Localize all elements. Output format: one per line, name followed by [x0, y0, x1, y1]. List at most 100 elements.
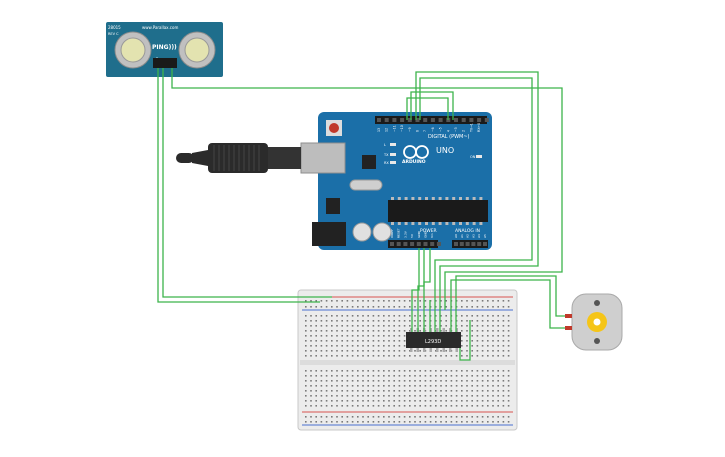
breadboard-hole[interactable]	[502, 380, 505, 382]
breadboard-hole[interactable]	[476, 345, 479, 347]
breadboard-hole[interactable]	[424, 370, 427, 372]
breadboard-hole[interactable]	[388, 390, 390, 392]
breadboard-hole[interactable]	[372, 335, 375, 337]
breadboard-hole[interactable]	[398, 400, 401, 402]
breadboard-hole[interactable]	[419, 390, 421, 392]
breadboard-hole[interactable]	[471, 416, 473, 418]
breadboard-hole[interactable]	[409, 416, 411, 418]
breadboard-hole[interactable]	[403, 390, 406, 392]
breadboard-hole[interactable]	[315, 395, 317, 397]
breadboard-hole[interactable]	[466, 421, 468, 423]
breadboard-hole[interactable]	[367, 335, 369, 337]
breadboard-hole[interactable]	[424, 320, 427, 322]
breadboard-hole[interactable]	[481, 380, 484, 382]
breadboard-hole[interactable]	[445, 300, 447, 302]
breadboard-hole[interactable]	[320, 375, 323, 377]
breadboard-hole[interactable]	[435, 300, 437, 302]
breadboard-hole[interactable]	[419, 315, 421, 317]
breadboard-hole[interactable]	[393, 335, 395, 337]
breadboard-hole[interactable]	[487, 300, 489, 302]
breadboard-hole[interactable]	[507, 405, 510, 407]
breadboard-hole[interactable]	[424, 380, 427, 382]
breadboard-hole[interactable]	[325, 370, 328, 372]
breadboard-hole[interactable]	[435, 390, 437, 392]
breadboard-hole[interactable]	[507, 320, 510, 322]
breadboard-hole[interactable]	[476, 421, 479, 423]
breadboard-hole[interactable]	[471, 375, 473, 377]
breadboard-hole[interactable]	[403, 400, 406, 402]
breadboard-hole[interactable]	[424, 405, 427, 407]
breadboard-hole[interactable]	[450, 390, 453, 392]
breadboard-hole[interactable]	[331, 385, 333, 387]
breadboard-hole[interactable]	[398, 405, 401, 407]
breadboard-hole[interactable]	[362, 380, 364, 382]
breadboard-hole[interactable]	[351, 370, 354, 372]
breadboard-hole[interactable]	[305, 355, 307, 357]
breadboard-hole[interactable]	[461, 306, 463, 308]
breadboard-hole[interactable]	[315, 325, 317, 327]
breadboard-hole[interactable]	[461, 405, 463, 407]
breadboard-hole[interactable]	[388, 300, 390, 302]
breadboard-hole[interactable]	[481, 395, 484, 397]
breadboard-hole[interactable]	[471, 325, 473, 327]
breadboard-hole[interactable]	[466, 306, 468, 308]
breadboard-hole[interactable]	[336, 335, 338, 337]
arduino-board[interactable]: DIGITAL (PWM~) UNO ARDUINO POWER ANALOG …	[300, 112, 492, 250]
breadboard-hole[interactable]	[346, 421, 349, 423]
breadboard-hole[interactable]	[331, 375, 333, 377]
wire-motor-1[interactable]	[455, 275, 565, 332]
breadboard-hole[interactable]	[346, 385, 349, 387]
breadboard-hole[interactable]	[445, 421, 447, 423]
breadboard-hole[interactable]	[455, 355, 458, 357]
breadboard-hole[interactable]	[476, 375, 479, 377]
breadboard-hole[interactable]	[435, 330, 437, 332]
breadboard-hole[interactable]	[367, 405, 369, 407]
breadboard-hole[interactable]	[341, 315, 343, 317]
breadboard-hole[interactable]	[346, 370, 349, 372]
breadboard-hole[interactable]	[388, 375, 390, 377]
breadboard-hole[interactable]	[377, 385, 380, 387]
header-hole[interactable]	[471, 242, 476, 246]
breadboard-hole[interactable]	[497, 390, 499, 392]
wire-gnd2-to-breadboard[interactable]	[423, 248, 431, 332]
breadboard-hole[interactable]	[341, 395, 343, 397]
breadboard-hole[interactable]	[372, 400, 375, 402]
breadboard-hole[interactable]	[331, 320, 333, 322]
breadboard-hole[interactable]	[466, 385, 468, 387]
breadboard-hole[interactable]	[445, 416, 447, 418]
breadboard-hole[interactable]	[341, 330, 343, 332]
breadboard-hole[interactable]	[419, 395, 421, 397]
breadboard-hole[interactable]	[383, 400, 385, 402]
breadboard-hole[interactable]	[445, 306, 447, 308]
breadboard-hole[interactable]	[377, 380, 380, 382]
breadboard-hole[interactable]	[455, 395, 458, 397]
breadboard-hole[interactable]	[424, 300, 427, 302]
breadboard-hole[interactable]	[377, 325, 380, 327]
breadboard-hole[interactable]	[419, 320, 421, 322]
breadboard-hole[interactable]	[362, 375, 364, 377]
breadboard-hole[interactable]	[502, 306, 505, 308]
breadboard-hole[interactable]	[414, 350, 416, 352]
breadboard-hole[interactable]	[445, 385, 447, 387]
breadboard-hole[interactable]	[450, 370, 453, 372]
breadboard-hole[interactable]	[372, 370, 375, 372]
breadboard-hole[interactable]	[445, 375, 447, 377]
breadboard-hole[interactable]	[424, 395, 427, 397]
breadboard-hole[interactable]	[466, 390, 468, 392]
breadboard-hole[interactable]	[435, 385, 437, 387]
breadboard-hole[interactable]	[310, 375, 312, 377]
breadboard-hole[interactable]	[476, 306, 479, 308]
breadboard-hole[interactable]	[325, 335, 328, 337]
breadboard-hole[interactable]	[507, 300, 510, 302]
breadboard-hole[interactable]	[466, 325, 468, 327]
breadboard-hole[interactable]	[492, 315, 494, 317]
breadboard-hole[interactable]	[388, 335, 390, 337]
breadboard-hole[interactable]	[362, 395, 364, 397]
breadboard-hole[interactable]	[507, 330, 510, 332]
header-hole[interactable]	[423, 242, 428, 246]
breadboard-hole[interactable]	[414, 405, 416, 407]
breadboard-hole[interactable]	[471, 330, 473, 332]
breadboard-hole[interactable]	[424, 421, 427, 423]
breadboard-hole[interactable]	[320, 340, 323, 342]
breadboard-hole[interactable]	[351, 315, 354, 317]
